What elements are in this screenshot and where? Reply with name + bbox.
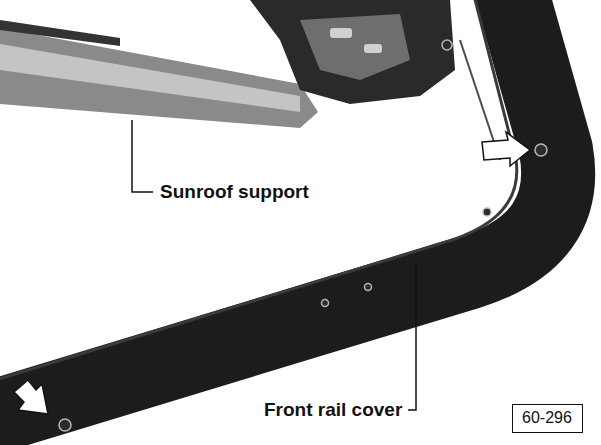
- bracket-plate: [300, 14, 410, 80]
- bracket-slot: [330, 28, 352, 38]
- rail-edge: [0, 20, 120, 46]
- figure-number-box: 60-296: [512, 404, 583, 433]
- rail-highlight: [0, 44, 300, 112]
- part-label: Sunroof support: [158, 181, 311, 203]
- cover-inner-edge: [0, 0, 517, 388]
- part-label: Front rail cover: [262, 399, 404, 421]
- leader-line: [132, 120, 153, 192]
- front-rail-cover: [0, 0, 558, 424]
- direction-arrow: [482, 132, 530, 166]
- support-rail: [0, 28, 318, 128]
- direction-arrow: [14, 380, 48, 414]
- bracket: [250, 0, 455, 104]
- figure-number: 60-296: [522, 409, 573, 427]
- bracket-slot: [364, 44, 382, 53]
- mounting-holes: [59, 40, 547, 431]
- leader-line: [408, 262, 416, 410]
